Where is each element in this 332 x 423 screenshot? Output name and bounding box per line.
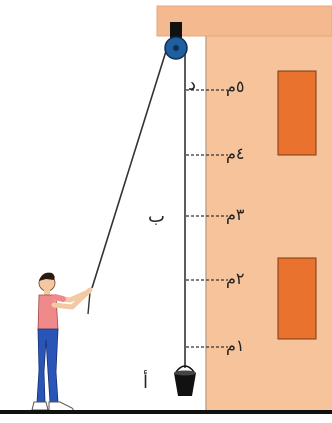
height-label-1m: ١م — [226, 336, 245, 355]
window-lower — [277, 257, 317, 340]
height-ticks — [186, 89, 228, 348]
building-roof-ledge — [156, 5, 332, 37]
height-label-4m: ٤م — [226, 144, 245, 163]
building-wall — [206, 10, 332, 410]
height-label-2m: ٢م — [226, 269, 245, 288]
point-label-alef: أ — [143, 372, 149, 393]
rope-tail — [87, 291, 91, 315]
window-upper — [277, 70, 317, 156]
bucket-icon — [174, 365, 196, 396]
person-pulling-rope — [31, 272, 93, 412]
point-label-ba: ب — [148, 206, 165, 227]
point-label-dal: د — [188, 74, 197, 95]
ground-line — [0, 410, 332, 414]
height-label-5m: ٥م — [226, 77, 245, 96]
pulley-icon — [164, 22, 188, 60]
height-label-3m: ٣م — [226, 205, 245, 224]
rope-diagonal — [91, 47, 168, 289]
